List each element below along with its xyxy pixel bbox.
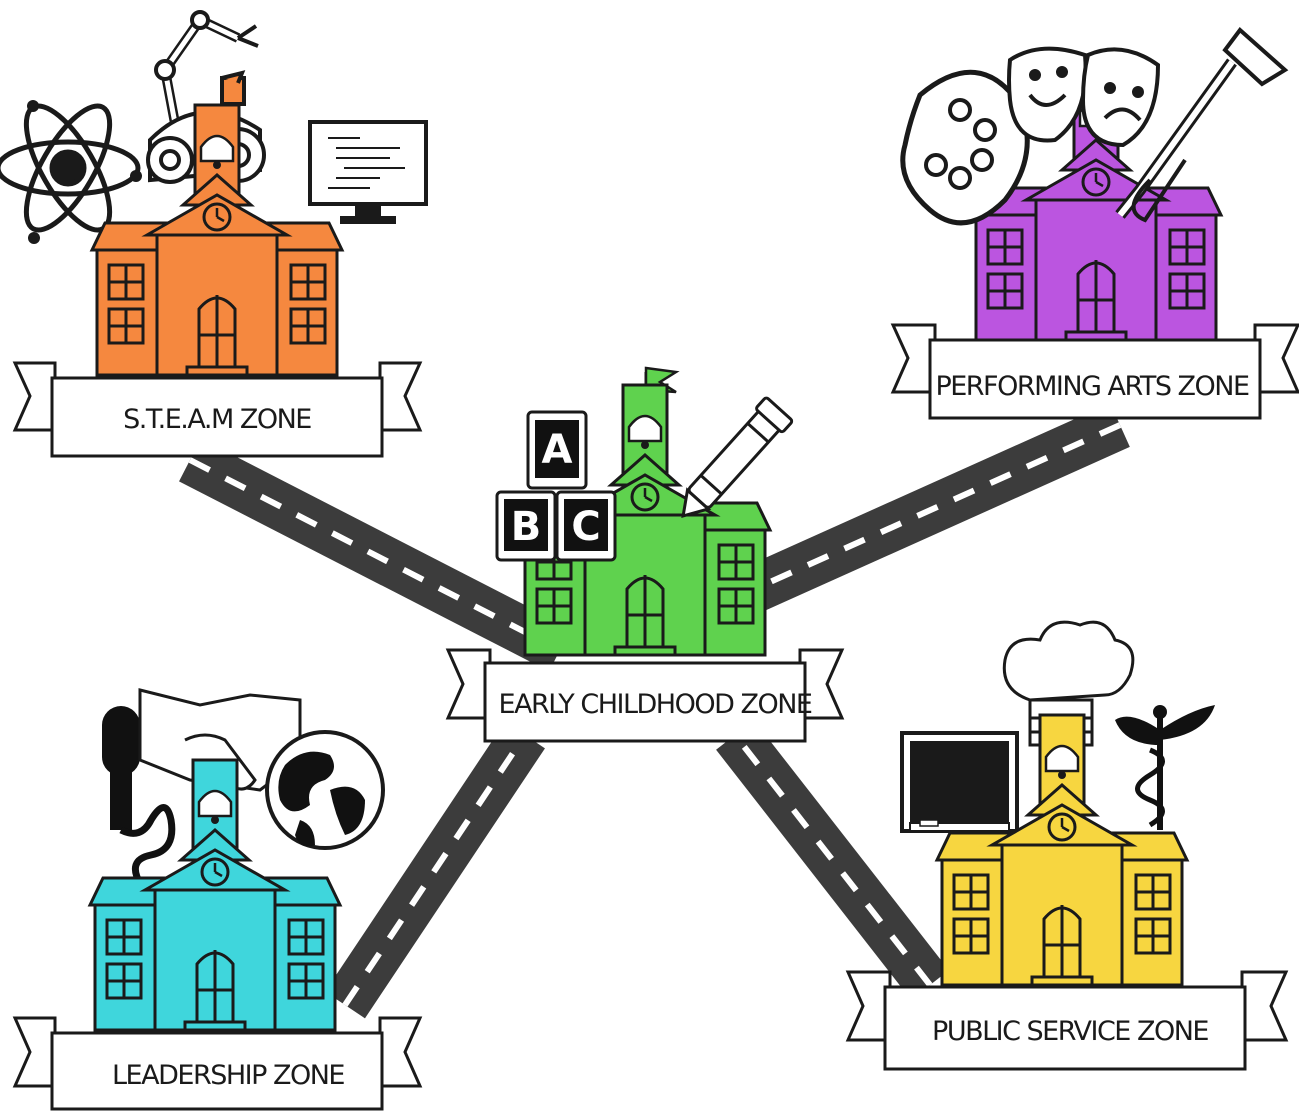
- steam-zone-ribbon: S.T.E.A.M ZONE: [12, 361, 423, 458]
- roads: [179, 403, 1130, 1019]
- block-a: A: [542, 427, 573, 473]
- early-zone: A B C EARLY CHILDHOOD ZONE: [445, 366, 845, 743]
- arts-zone: PERFORMING ARTS ZONE: [890, 27, 1299, 420]
- trumpet-icon: [1115, 27, 1289, 223]
- chalkboard-icon: [900, 731, 1019, 833]
- microphone-icon: [102, 706, 178, 909]
- early-zone-ribbon: EARLY CHILDHOOD ZONE: [445, 648, 845, 743]
- block-c: C: [571, 504, 600, 550]
- atom-icon: [0, 100, 142, 244]
- arts-zone-label: PERFORMING ARTS ZONE: [935, 371, 1249, 402]
- arts-zone-ribbon: PERFORMING ARTS ZONE: [890, 323, 1299, 420]
- caduceus-icon: [1115, 705, 1215, 830]
- theater-masks-icon: [1007, 46, 1161, 148]
- block-b: B: [511, 504, 542, 550]
- leadership-zone-ribbon: LEADERSHIP ZONE: [12, 1016, 423, 1111]
- public-school-building: [934, 713, 1190, 987]
- alphabet-blocks-icon: A B C: [495, 410, 617, 562]
- public-zone-label: PUBLIC SERVICE ZONE: [932, 1016, 1208, 1047]
- public-zone: PUBLIC SERVICE ZONE: [845, 620, 1289, 1071]
- steam-school-building: [89, 103, 345, 377]
- crayon-icon: [681, 396, 794, 519]
- leadership-zone-label: LEADERSHIP ZONE: [112, 1060, 344, 1091]
- leadership-zone: LEADERSHIP ZONE: [12, 688, 423, 1111]
- public-zone-ribbon: PUBLIC SERVICE ZONE: [845, 970, 1289, 1071]
- computer-monitor-icon: [308, 120, 428, 224]
- steam-zone: S.T.E.A.M ZONE: [0, 10, 428, 458]
- globe-icon: [265, 730, 385, 850]
- steam-zone-label: S.T.E.A.M ZONE: [123, 404, 311, 435]
- leadership-school-building: [87, 758, 343, 1032]
- paint-palette-icon: [900, 69, 1030, 226]
- early-zone-label: EARLY CHILDHOOD ZONE: [499, 689, 812, 720]
